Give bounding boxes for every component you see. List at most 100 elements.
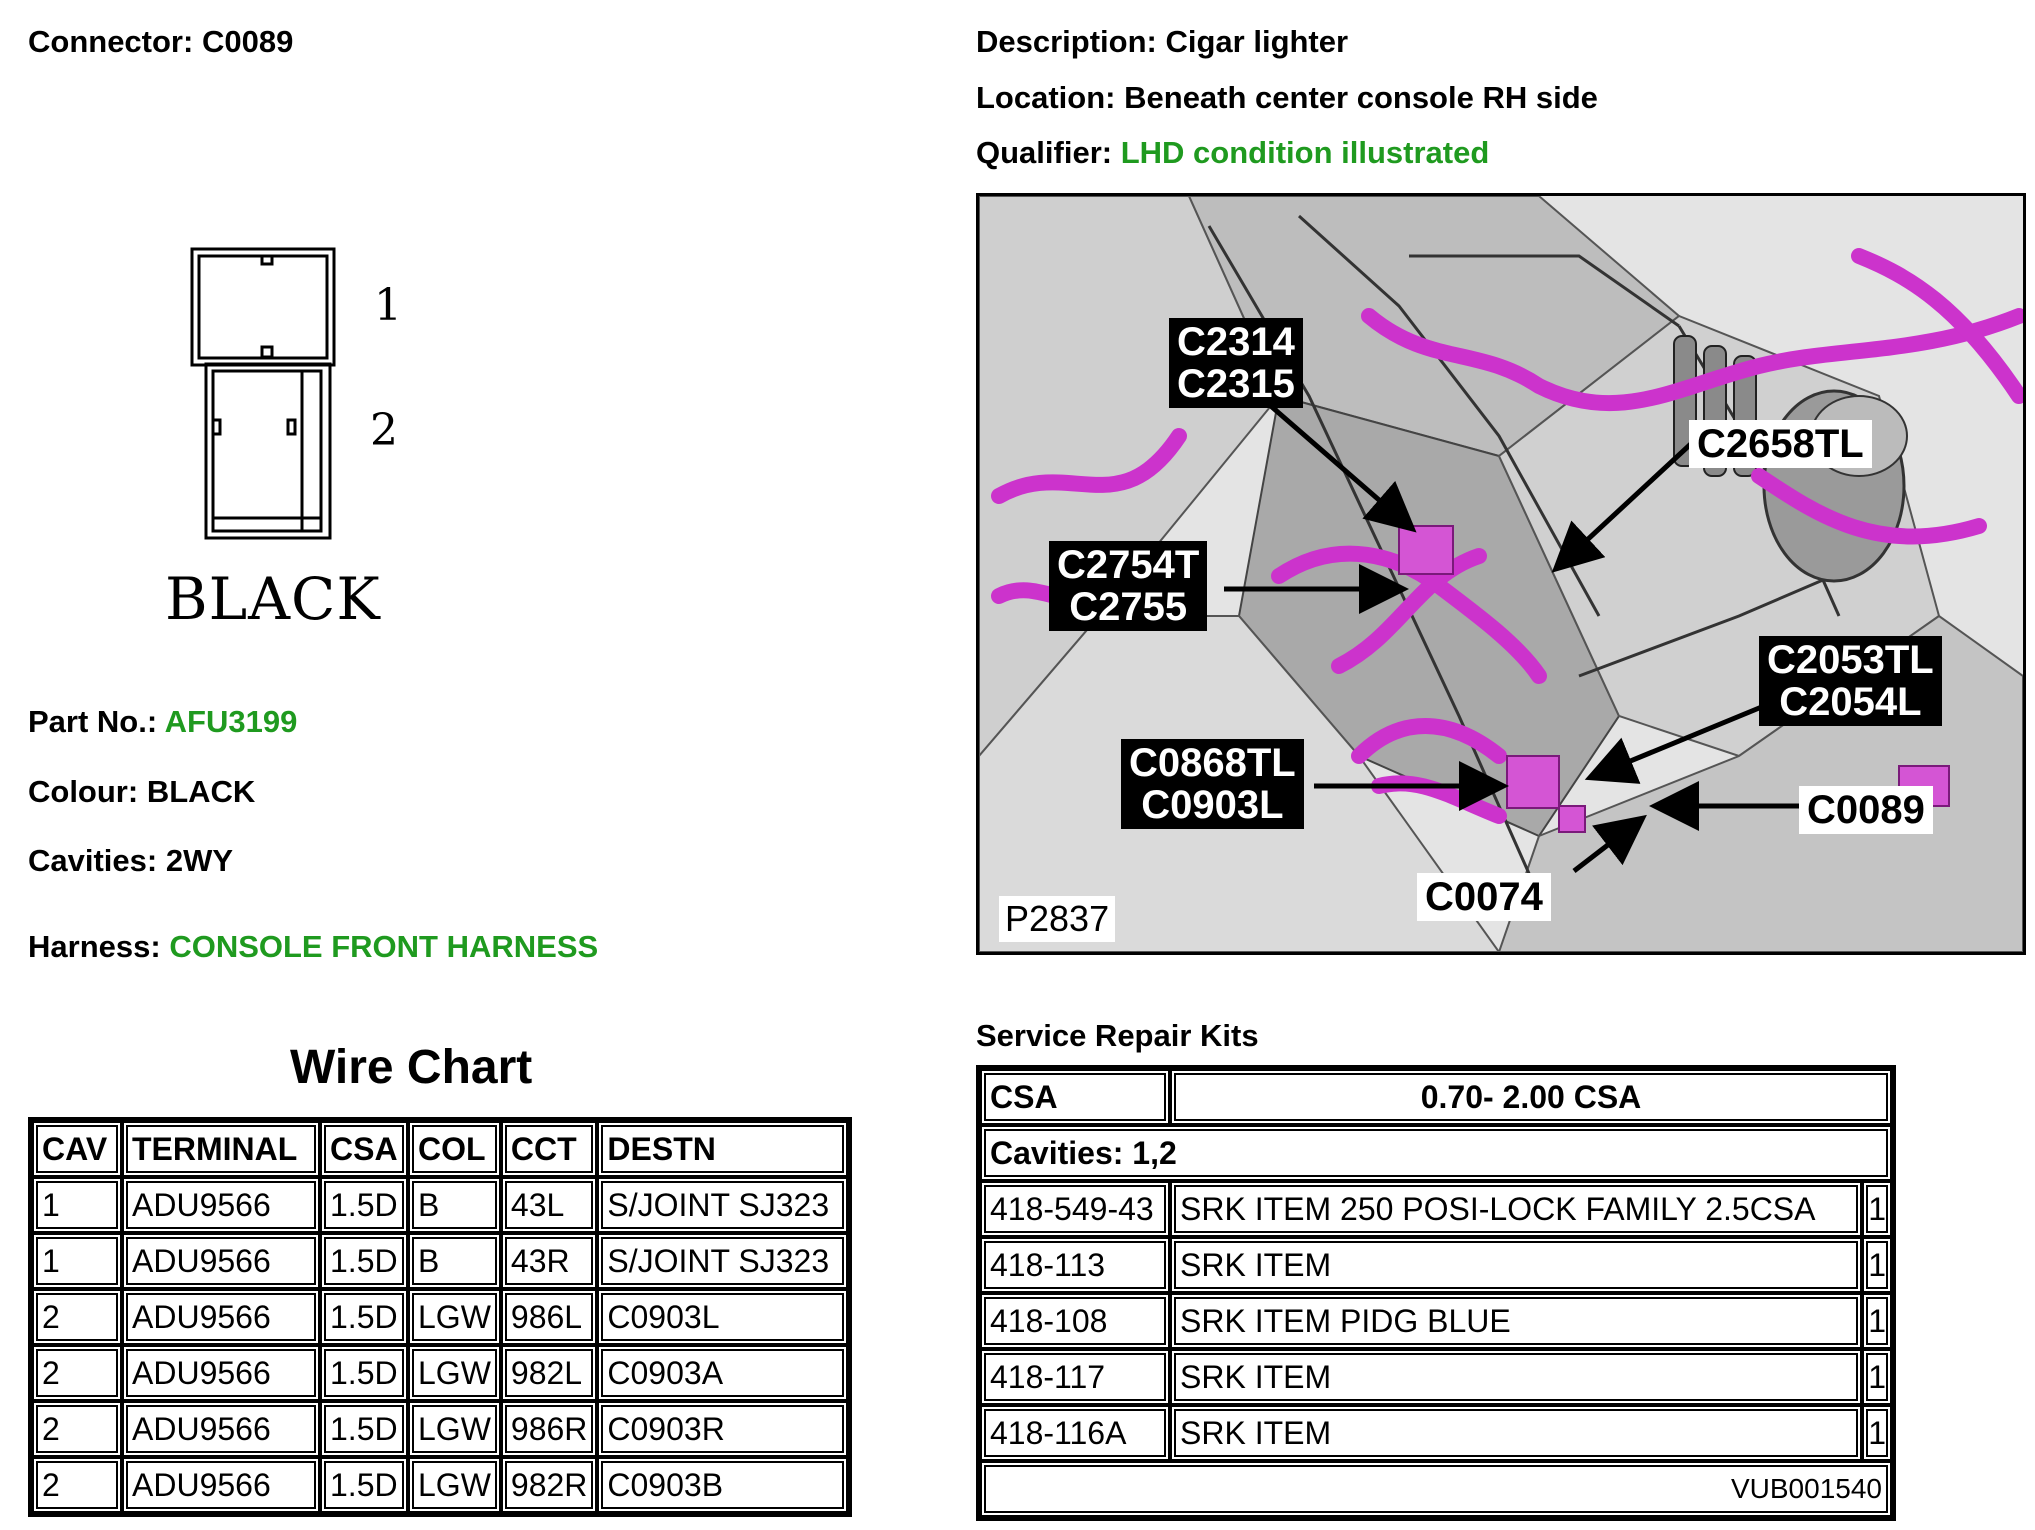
table-row: 1 ADU9566 1.5D B 43R S/JOINT SJ323 <box>32 1233 848 1289</box>
cell-cav: 1 <box>32 1233 122 1289</box>
pin-1-label: 1 <box>374 280 402 331</box>
part-no-value: AFU3199 <box>164 704 298 739</box>
cell-terminal: ADU9566 <box>122 1289 320 1345</box>
callout-c2658: C2658TL <box>1689 420 1872 468</box>
part-no-label: Part No.: <box>28 704 158 739</box>
kit-quantity: 1 <box>1862 1293 1892 1349</box>
cell-destn: C0903L <box>597 1289 848 1345</box>
kit-part-number: 418-549-43 <box>980 1181 1170 1237</box>
cell-cav: 2 <box>32 1345 122 1401</box>
cell-cct: 43R <box>500 1233 598 1289</box>
cell-csa: 1.5D <box>320 1177 408 1233</box>
callout-c0074: C0074 <box>1417 873 1551 921</box>
description-field: Description: Cigar lighter <box>976 24 1348 60</box>
description-label: Description: <box>976 24 1157 59</box>
cell-terminal: ADU9566 <box>122 1401 320 1457</box>
callout-c0868-c0903: C0868TL C0903L <box>1121 739 1304 829</box>
part-no-field: Part No.: AFU3199 <box>28 704 297 740</box>
drawing-colour-text: BLACK <box>165 565 381 633</box>
location-illustration: C2314 C2315 C2658TL C2754T C2755 C2053TL… <box>976 193 2026 955</box>
kits-cavities: Cavities: 1,2 <box>980 1125 1892 1181</box>
callout-c0903-text: C0903L <box>1141 783 1284 827</box>
location-label: Location: <box>976 80 1116 115</box>
qualifier-field: Qualifier: LHD condition illustrated <box>976 135 1489 171</box>
cell-csa: 1.5D <box>320 1457 408 1513</box>
callout-c2053-text: C2053TL <box>1767 638 1934 682</box>
cell-csa: 1.5D <box>320 1289 408 1345</box>
cell-terminal: ADU9566 <box>122 1457 320 1513</box>
kit-part-number: 418-113 <box>980 1237 1170 1293</box>
colour-label: Colour: <box>28 774 139 809</box>
description-value: Cigar lighter <box>1165 24 1349 59</box>
callout-c0868-text: C0868TL <box>1129 741 1296 785</box>
callout-c2755-text: C2755 <box>1069 585 1188 629</box>
cell-col: LGW <box>408 1289 501 1345</box>
table-row: 2 ADU9566 1.5D LGW 986R C0903R <box>32 1401 848 1457</box>
harness-label: Harness: <box>28 929 161 964</box>
table-row: 2 ADU9566 1.5D LGW 982R C0903B <box>32 1457 848 1513</box>
location-field: Location: Beneath center console RH side <box>976 80 1598 116</box>
harness-field: Harness: CONSOLE FRONT HARNESS <box>28 929 598 965</box>
cell-terminal: ADU9566 <box>122 1345 320 1401</box>
connector-field: Connector: C0089 <box>28 24 293 60</box>
callout-c2315-text: C2315 <box>1177 362 1295 406</box>
cell-terminal: ADU9566 <box>122 1177 320 1233</box>
cell-csa: 1.5D <box>320 1233 408 1289</box>
colour-value: BLACK <box>146 774 256 809</box>
cell-col: LGW <box>408 1345 501 1401</box>
callout-c2754-text: C2754T <box>1057 543 1200 587</box>
table-row: 2 ADU9566 1.5D LGW 986L C0903L <box>32 1289 848 1345</box>
table-row: 418-116A SRK ITEM 1 <box>980 1405 1892 1461</box>
cell-destn: S/JOINT SJ323 <box>597 1233 848 1289</box>
connector-outline <box>190 247 336 540</box>
qualifier-value: LHD condition illustrated <box>1120 135 1490 170</box>
table-row: 418-113 SRK ITEM 1 <box>980 1237 1892 1293</box>
cell-cav: 2 <box>32 1457 122 1513</box>
cell-destn: C0903B <box>597 1457 848 1513</box>
kits-csa-label: CSA <box>980 1069 1170 1125</box>
cell-cct: 986R <box>500 1401 598 1457</box>
cavities-label: Cavities: <box>28 843 158 878</box>
kits-csa-row: CSA 0.70- 2.00 CSA <box>980 1069 1892 1125</box>
callout-c2314-text: C2314 <box>1177 320 1295 364</box>
callout-c2053-c2054: C2053TL C2054L <box>1759 636 1942 726</box>
kit-quantity: 1 <box>1862 1237 1892 1293</box>
kit-description: SRK ITEM <box>1170 1237 1863 1293</box>
connector-value: C0089 <box>201 24 294 59</box>
callout-c2054-text: C2054L <box>1779 680 1922 724</box>
wire-chart-header-row: CAV TERMINAL CSA COL CCT DESTN <box>32 1121 848 1177</box>
header-cav: CAV <box>32 1121 122 1177</box>
kits-footer-row: VUB001540 <box>980 1461 1892 1517</box>
kits-csa-value: 0.70- 2.00 CSA <box>1170 1069 1892 1125</box>
cell-destn: C0903R <box>597 1401 848 1457</box>
kits-footer-code: VUB001540 <box>980 1461 1892 1517</box>
kit-quantity: 1 <box>1862 1405 1892 1461</box>
callout-c2754-c2755: C2754T C2755 <box>1049 541 1208 631</box>
header-destn: DESTN <box>597 1121 848 1177</box>
cell-col: B <box>408 1177 501 1233</box>
cell-cct: 982R <box>500 1457 598 1513</box>
cell-csa: 1.5D <box>320 1345 408 1401</box>
kit-quantity: 1 <box>1862 1349 1892 1405</box>
cavities-field: Cavities: 2WY <box>28 843 233 879</box>
wire-chart-title: Wire Chart <box>290 1041 533 1094</box>
cell-terminal: ADU9566 <box>122 1233 320 1289</box>
cell-cct: 43L <box>500 1177 598 1233</box>
kits-cavities-row: Cavities: 1,2 <box>980 1125 1892 1181</box>
cell-destn: S/JOINT SJ323 <box>597 1177 848 1233</box>
callout-c2314-c2315: C2314 C2315 <box>1169 318 1303 408</box>
header-terminal: TERMINAL <box>122 1121 320 1177</box>
header-col: COL <box>408 1121 501 1177</box>
pin-2-label: 2 <box>370 405 398 456</box>
cell-cav: 2 <box>32 1289 122 1345</box>
harness-value: CONSOLE FRONT HARNESS <box>169 929 599 964</box>
illustration-code: P2837 <box>999 896 1116 942</box>
table-row: 2 ADU9566 1.5D LGW 982L C0903A <box>32 1345 848 1401</box>
colour-field: Colour: BLACK <box>28 774 255 810</box>
cell-cav: 2 <box>32 1401 122 1457</box>
callout-c0089: C0089 <box>1799 786 1933 834</box>
cell-destn: C0903A <box>597 1345 848 1401</box>
cell-col: B <box>408 1233 501 1289</box>
cell-csa: 1.5D <box>320 1401 408 1457</box>
kit-description: SRK ITEM 250 POSI-LOCK FAMILY 2.5CSA <box>1170 1181 1863 1237</box>
